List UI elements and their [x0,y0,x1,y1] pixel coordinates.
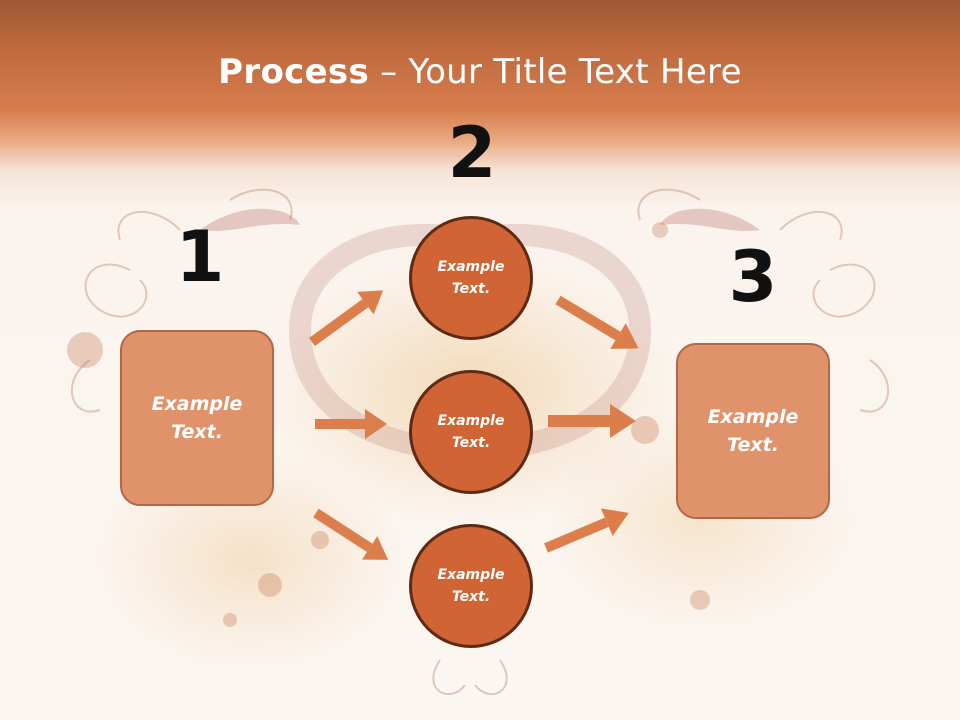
step-1-box: Example Text. [120,330,274,506]
arrow-1-to-middle [315,409,387,439]
slide-title: Process – Your Title Text Here [0,52,960,92]
arrow-1-to-top [309,290,384,347]
step-2-number: 2 [447,112,497,194]
step-1-label: Example Text. [151,392,243,444]
step-2-circle-top: Example Text. [409,216,533,340]
arrow-1-to-bottom [313,508,389,560]
arrow-top-to-3 [555,295,639,349]
step-3-label: Example Text. [707,405,799,457]
step-2-label-middle: Example Text. [437,412,505,451]
step-3-number: 3 [728,236,778,318]
step-2-circle-bottom: Example Text. [409,524,533,648]
step-2-label-top: Example Text. [437,258,505,297]
title-strong: Process [218,52,370,92]
arrow-bottom-to-3 [544,508,629,553]
step-1-number: 1 [175,216,225,298]
step-2-circle-middle: Example Text. [409,370,533,494]
step-2-label-bottom: Example Text. [437,566,505,605]
step-3-box: Example Text. [676,343,830,519]
title-rest: – Your Title Text Here [369,52,742,92]
arrow-middle-to-3 [548,404,636,438]
